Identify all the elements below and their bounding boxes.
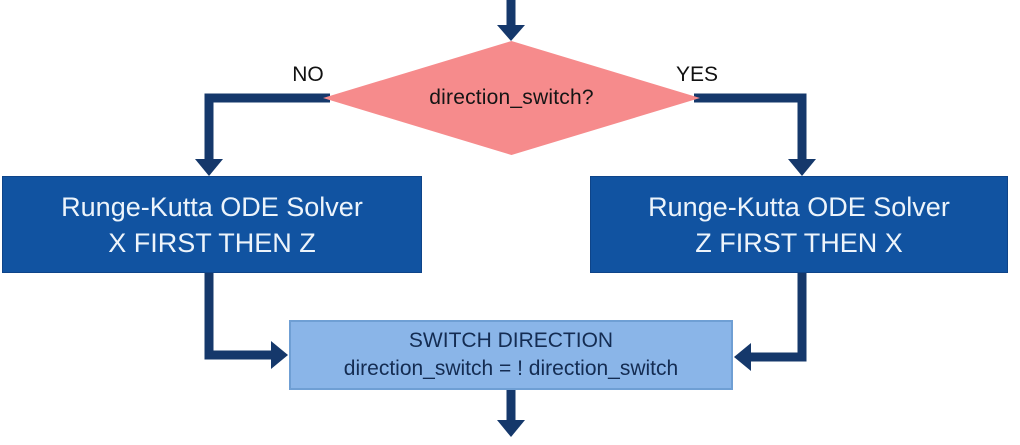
connector-right-to-switch: [734, 271, 807, 371]
connector-no-branch: [195, 93, 330, 176]
process-box-z-first-line2: Z FIRST THEN X: [695, 227, 903, 258]
process-box-x-first-line1: Runge-Kutta ODE Solver: [61, 191, 363, 222]
decision-label: direction_switch?: [429, 86, 594, 109]
switch-direction-title: SWITCH DIRECTION: [408, 329, 614, 352]
branch-label-yes: YES: [675, 63, 719, 86]
process-box-z-first-line1: Runge-Kutta ODE Solver: [648, 191, 950, 222]
connector-yes-branch: [694, 93, 816, 176]
connector-exit-arrow: [497, 390, 525, 437]
connector-left-to-switch: [204, 271, 288, 369]
process-box-x-first-line2: X FIRST THEN Z: [108, 227, 316, 258]
process-box-z-first: Runge-Kutta ODE Solver Z FIRST THEN X: [590, 176, 1008, 273]
switch-direction-expression: direction_switch = ! direction_switch: [343, 357, 679, 380]
process-box-x-first: Runge-Kutta ODE Solver X FIRST THEN Z: [2, 176, 422, 273]
connector-entry-arrow: [497, 0, 525, 41]
branch-label-no: NO: [292, 63, 324, 86]
switch-direction-box: SWITCH DIRECTION direction_switch = ! di…: [289, 320, 733, 390]
